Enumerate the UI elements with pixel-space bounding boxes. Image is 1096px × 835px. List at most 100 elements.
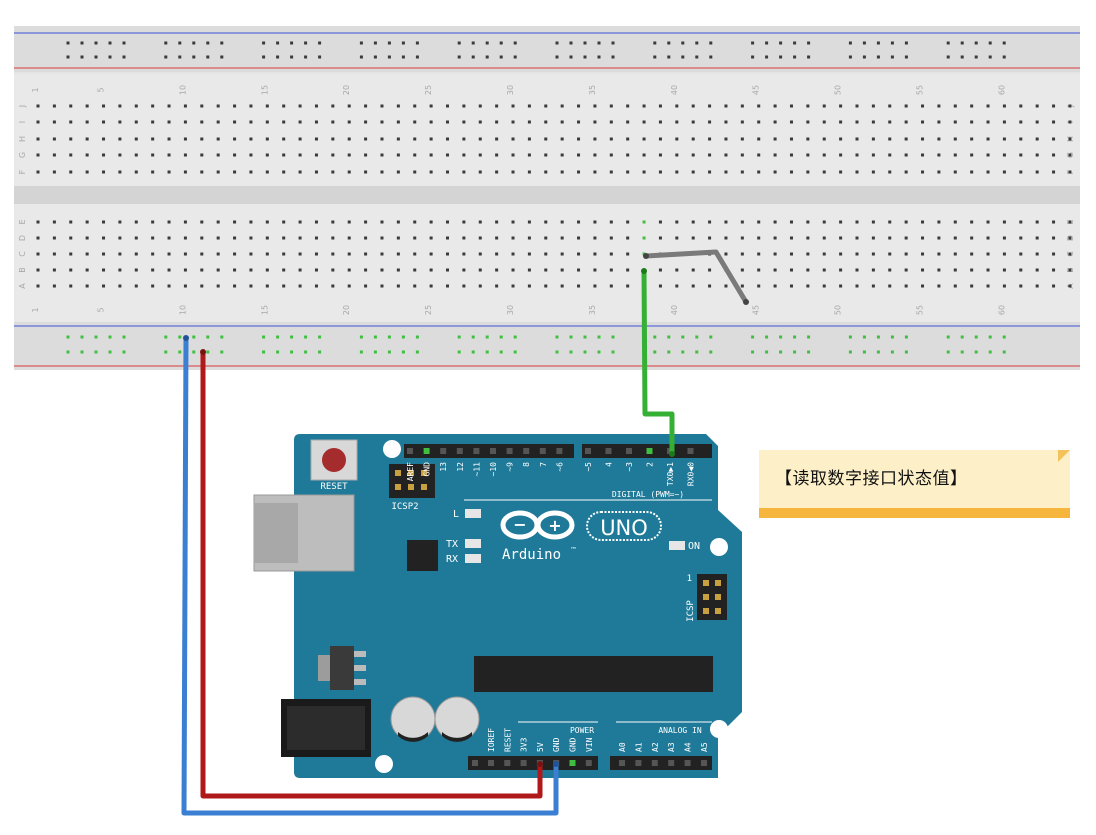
rail-hole (457, 350, 461, 354)
hole (265, 220, 269, 224)
hole (446, 104, 449, 108)
hole (527, 104, 531, 108)
hole (527, 137, 531, 141)
hole (642, 120, 646, 124)
hole (855, 120, 859, 124)
led-tx (465, 539, 481, 548)
header-pin (523, 448, 530, 454)
rail-hole (555, 350, 559, 354)
hole (314, 268, 318, 272)
hole (1068, 137, 1072, 141)
column-number: 45 (752, 85, 761, 95)
hole (36, 153, 40, 157)
digital-pin-label: 7 (539, 462, 548, 467)
header-pin (440, 448, 447, 454)
hole (118, 236, 122, 240)
hole (118, 104, 122, 108)
column-number: 20 (342, 85, 351, 95)
rail-hole (597, 55, 601, 59)
hole (200, 236, 204, 240)
row-letter: B (18, 267, 27, 273)
header-pin (619, 760, 625, 766)
hole (69, 104, 73, 108)
header-pin (504, 760, 511, 766)
hole (52, 104, 56, 108)
hole (69, 170, 73, 174)
hole (396, 220, 400, 224)
rail-hole (471, 335, 475, 339)
hole (757, 170, 761, 174)
hole (921, 284, 925, 288)
hole (1035, 137, 1039, 141)
rail-hole (890, 55, 894, 59)
rail-hole (471, 41, 475, 45)
row-letter: A (18, 283, 27, 289)
rail-hole (890, 41, 894, 45)
hole (69, 220, 73, 224)
hole (249, 220, 253, 224)
hole (1002, 170, 1006, 174)
hole (789, 284, 793, 288)
header-pin (490, 448, 496, 454)
atmega-chip (474, 656, 713, 692)
hole (708, 137, 712, 141)
hole (609, 220, 613, 224)
barrel-jack (281, 699, 371, 757)
rail-hole (597, 41, 601, 45)
hole (298, 170, 302, 174)
hole (364, 153, 368, 157)
hole (773, 284, 777, 288)
digital-pin-label: AREF (406, 462, 415, 481)
hole (986, 104, 990, 108)
hole (691, 104, 695, 108)
trademark-mark: ™ (570, 546, 577, 554)
hole (626, 104, 630, 108)
rail-hole (262, 55, 266, 59)
rail-hole (80, 41, 84, 45)
rail-hole (499, 55, 503, 59)
hole (970, 268, 974, 272)
row-letter: J (18, 105, 27, 108)
hole (527, 236, 531, 240)
hole (888, 170, 892, 174)
hole (855, 268, 859, 272)
rail-hole (667, 335, 671, 339)
hole (986, 284, 990, 288)
header-pin (651, 760, 658, 766)
hole (446, 170, 449, 174)
hole (1002, 220, 1006, 224)
column-number: 30 (506, 85, 515, 95)
rail-hole (359, 350, 363, 354)
hole (904, 220, 908, 224)
hole (675, 268, 679, 272)
hole (331, 137, 335, 141)
hole (200, 137, 204, 141)
rail-hole (779, 350, 783, 354)
rail-hole (401, 335, 405, 339)
rail-hole (793, 350, 797, 354)
hole (1002, 120, 1006, 124)
hole (167, 104, 171, 108)
hole (593, 104, 597, 108)
hole (478, 104, 482, 108)
hole (970, 220, 974, 224)
hole (1052, 268, 1056, 272)
hole (724, 236, 728, 240)
hole (806, 252, 810, 256)
row-letter: E (18, 219, 27, 224)
rail-hole (695, 55, 699, 59)
led-on-label: ON (688, 541, 700, 552)
rail-hole (974, 350, 978, 354)
column-number: 35 (588, 85, 597, 95)
rail-hole (681, 41, 685, 45)
hole (1002, 137, 1006, 141)
rail-hole (974, 41, 978, 45)
hole (855, 252, 859, 256)
hole (233, 137, 237, 141)
hole (1068, 268, 1072, 272)
hole (36, 236, 40, 240)
hole (822, 104, 826, 108)
rail-hole (304, 350, 308, 354)
mounting-hole (710, 720, 728, 738)
